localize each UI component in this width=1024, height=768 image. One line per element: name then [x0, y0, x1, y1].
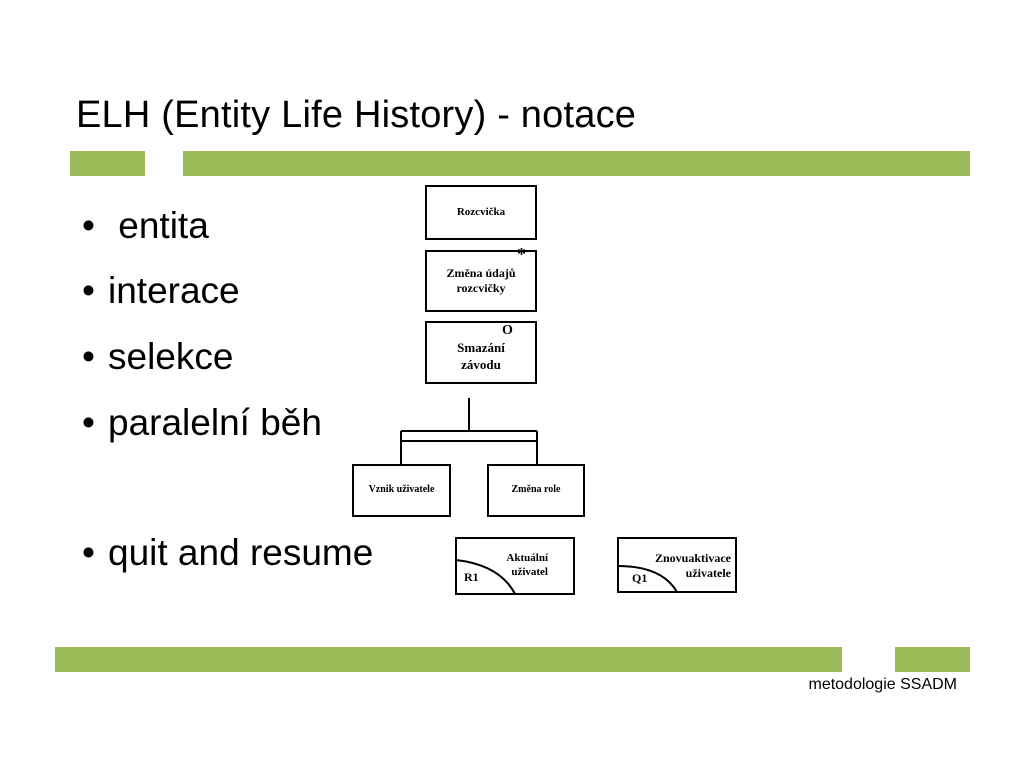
- resume-code: Q1: [632, 571, 648, 585]
- parallel-right-label: Změna role: [511, 484, 561, 496]
- resume-box: [617, 537, 737, 593]
- accent-bar-top-long: [183, 151, 970, 176]
- bullet-text: paralelní běh: [108, 402, 322, 443]
- bullet-dot: •: [82, 205, 95, 246]
- bullet-dot: •: [82, 532, 95, 573]
- bullet-item: • paralelní běh: [82, 402, 322, 444]
- bullet-text: interace: [108, 270, 240, 311]
- footer-caption: metodologie SSADM: [808, 676, 957, 693]
- parallel-left-box: Vznik uživatele: [352, 464, 451, 517]
- entity-box-label: Rozcvička: [456, 205, 506, 218]
- bullet-text: quit and resume: [108, 532, 374, 573]
- bullet-item: • selekce: [82, 336, 233, 378]
- quit-box: [455, 537, 575, 595]
- iteration-asterisk-icon: *: [517, 244, 526, 264]
- selection-box-label: Smazání závodu: [457, 340, 505, 372]
- bullet-item: • entita: [82, 205, 209, 247]
- slide-title: ELH (Entity Life History) - notace: [76, 94, 637, 136]
- iteration-box-label: Změna údajů rozcvičky: [446, 266, 516, 295]
- bullet-item: • quit and resume: [82, 532, 373, 574]
- selection-circle-icon: O: [502, 323, 513, 338]
- quit-box-label: Aktuální uživatel: [506, 552, 548, 578]
- selection-box: Smazání závodu: [425, 321, 537, 384]
- bullet-item: • interace: [82, 270, 240, 312]
- bullet-dot: •: [82, 270, 95, 311]
- entity-box: Rozcvička: [425, 185, 537, 240]
- bullet-text: selekce: [108, 336, 234, 377]
- accent-bar-bottom-long: [55, 647, 842, 672]
- accent-bar-top-short: [70, 151, 145, 176]
- bullet-text: entita: [108, 205, 209, 246]
- resume-box-label: Znovuaktivace uživatele: [654, 551, 731, 580]
- parallel-left-label: Vznik uživatele: [368, 484, 435, 496]
- iteration-box: Změna údajů rozcvičky: [425, 250, 537, 312]
- quit-code: R1: [464, 570, 479, 584]
- bullet-dot: •: [82, 402, 95, 443]
- parallel-right-box: Změna role: [487, 464, 585, 517]
- bullet-dot: •: [82, 336, 95, 377]
- accent-bar-bottom-short: [895, 647, 970, 672]
